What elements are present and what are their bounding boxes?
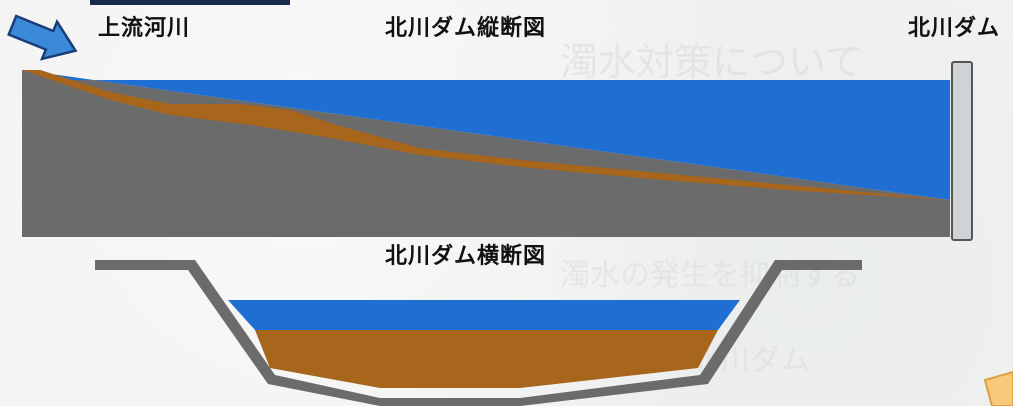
cross-section-title: 北川ダム横断図 [385, 244, 547, 269]
riverbed-ground-upper [22, 70, 950, 237]
corner-shape-fragment [983, 370, 1013, 406]
upstream-arrow-icon [7, 14, 78, 61]
header-bar-fragment [90, 0, 290, 5]
reservoir-water [22, 70, 950, 200]
dam-structure [951, 61, 973, 241]
longitudinal-title: 北川ダム縦断図 [385, 16, 547, 41]
dam-label: 北川ダム [908, 16, 1001, 41]
cross-water [228, 300, 740, 330]
upstream-river-label: 上流河川 [98, 16, 191, 41]
longitudinal-section [22, 61, 973, 241]
cross-sediment [255, 330, 718, 388]
cross-section [95, 260, 862, 406]
watermark-text-1: 濁水対策について [560, 40, 863, 84]
